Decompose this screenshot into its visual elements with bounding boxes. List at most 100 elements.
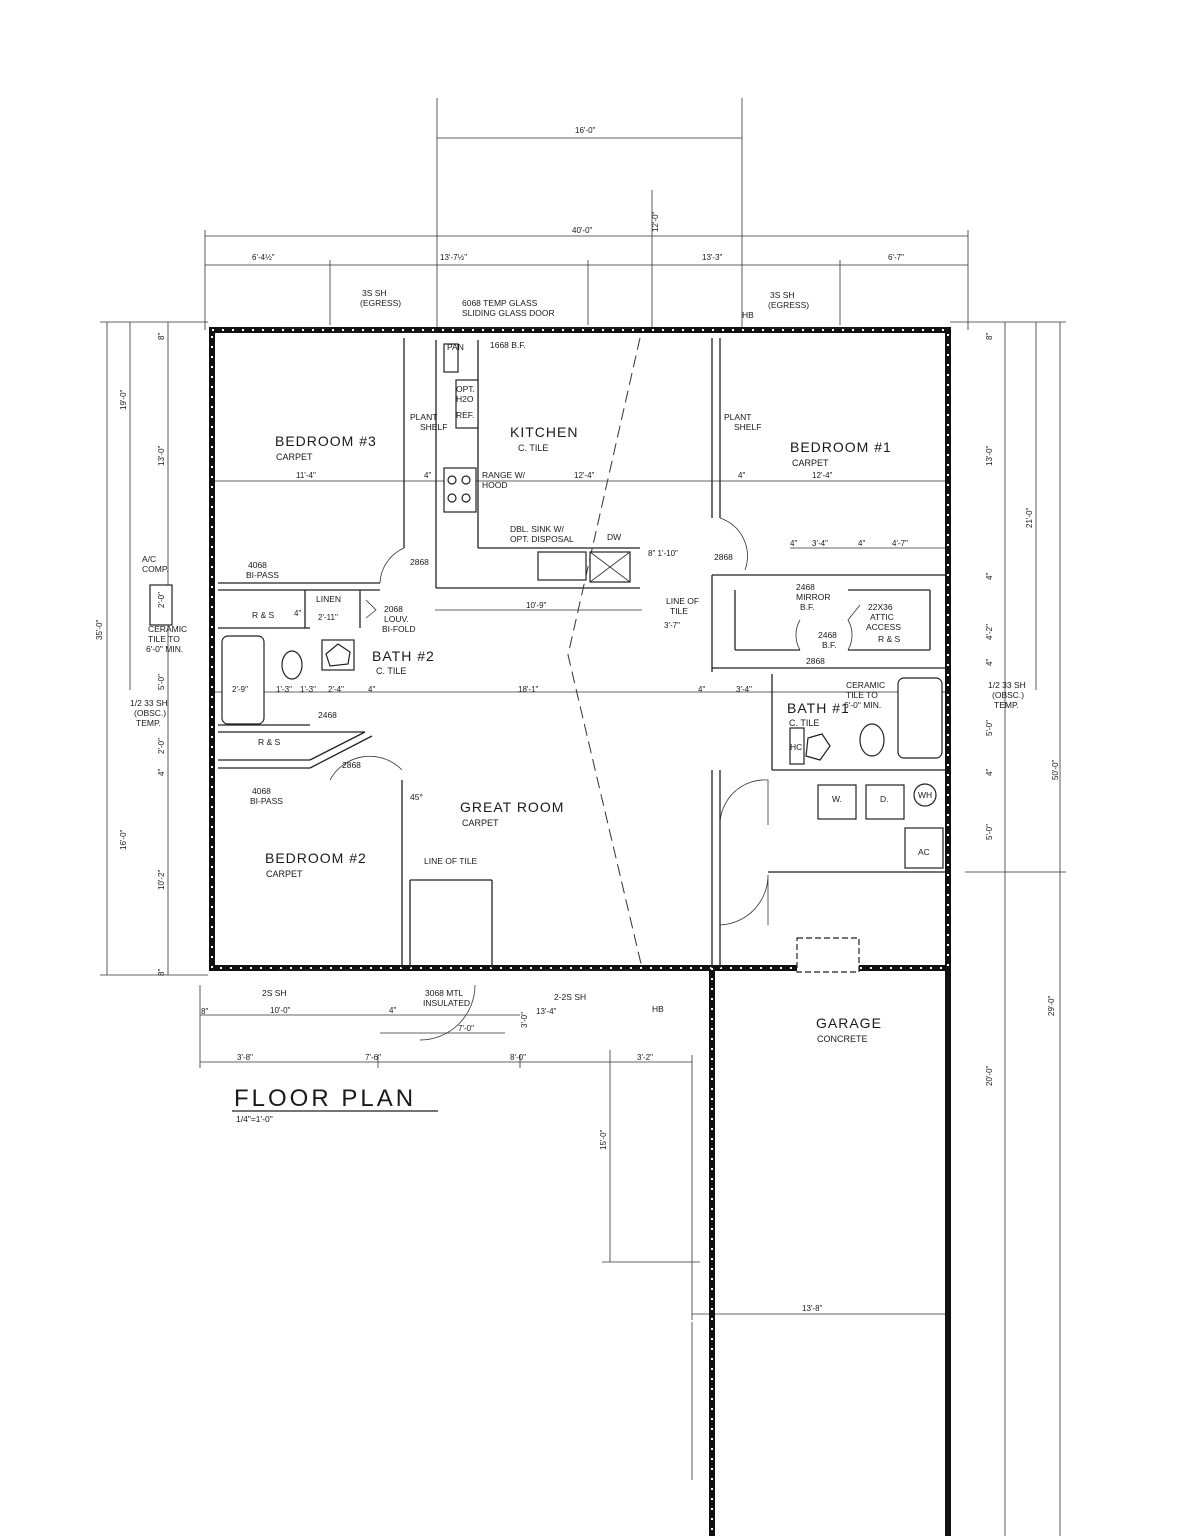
note-ceramic-left-c: 6'-0" MIN.: [146, 644, 183, 654]
note-washer: W.: [832, 794, 842, 804]
dim-left-2ft-b: 2'-0": [157, 738, 166, 754]
dim-top-16: 16'-0": [575, 126, 596, 135]
note-door-front-b: INSULATED: [423, 998, 470, 1008]
note-louv-a: 2068: [384, 604, 403, 614]
dim-bottom-8in: 8": [201, 1007, 208, 1016]
note-door-2868-b1: 2868: [714, 552, 733, 562]
dim-line-tile-3-7: 3'-7": [664, 621, 680, 630]
dim-left-13: 13'-0": [157, 445, 166, 466]
dim-bath1-b: 3'-4": [812, 539, 828, 548]
note-egress-right-a: 3S SH: [770, 290, 795, 300]
note-opt-b: H2O: [456, 394, 474, 404]
dim-right-4in-b: 4": [985, 659, 994, 666]
note-slider-a: 6068 TEMP GLASS: [462, 298, 538, 308]
note-ac-comp-b: COMP.: [142, 564, 169, 574]
dim-bottom-10: 10'-0": [270, 1006, 291, 1015]
note-sh-front: 2S SH: [262, 988, 287, 998]
dim-bath1-c: 4": [858, 539, 865, 548]
dim-left-10-2: 10'-2": [157, 869, 166, 890]
scale-note: 1/4"=1'-0": [236, 1114, 273, 1124]
dim-kitchen-4in: 4": [424, 471, 431, 480]
note-ceramic-left-b: TILE TO: [148, 634, 180, 644]
dim-great-room-3-4: 3'-4": [736, 685, 752, 694]
door-swings: [329, 517, 861, 1041]
note-obsc-left-a: 1/2 33 SH: [130, 698, 168, 708]
note-plant-shelf-a: PLANT: [410, 412, 437, 422]
dim-kitchen-width: 12'-4": [574, 471, 595, 480]
fixtures: [149, 343, 944, 973]
note-door-2468: 2468: [318, 710, 337, 720]
note-louv-c: BI-FOLD: [382, 624, 416, 634]
note-range-b: HOOD: [482, 480, 508, 490]
note-door-2868-ba: 2868: [806, 656, 825, 666]
note-slider-b: SLIDING GLASS DOOR: [462, 308, 555, 318]
dim-top-12-vertical: 12'-0": [651, 211, 660, 232]
dim-bottom-3-8: 3'-8": [237, 1053, 253, 1062]
dim-right-5ft-b: 5'-0": [985, 824, 994, 840]
dim-bath1-d: 4'-7": [892, 539, 908, 548]
dim-right-4-2: 4'-2": [985, 624, 994, 640]
room-finish-bedroom-1: CARPET: [792, 458, 829, 468]
note-sh-front2: 2-2S SH: [554, 992, 586, 1002]
note-wh: WH: [918, 790, 932, 800]
note-mirror-c: B.F.: [800, 602, 815, 612]
room-name-bath-2: BATH #2: [372, 648, 435, 664]
dim-bedroom3-width: 11'-4": [296, 471, 316, 480]
callout-notes: 3S SH (EGRESS) 6068 TEMP GLASS SLIDING G…: [130, 288, 1026, 1014]
note-louv-b: LOUV.: [384, 614, 409, 624]
note-dryer: D.: [880, 794, 889, 804]
note-plant-shelf-b: SHELF: [420, 422, 447, 432]
dim-kitchen-1-10: 8" 1'-10": [648, 549, 678, 558]
room-name-garage: GARAGE: [816, 1015, 882, 1031]
note-egress-right-b: (EGRESS): [768, 300, 809, 310]
dim-right-4in-a: 4": [985, 573, 994, 580]
dim-seg-b: 13'-7½": [440, 253, 467, 262]
note-pan: PAN: [447, 342, 464, 352]
dim-bath1-a: 4": [790, 539, 797, 548]
note-hb-top: HB: [742, 310, 754, 320]
dim-bottom-8-0: 8'-0": [510, 1053, 526, 1062]
room-finish-bath-1: C. TILE: [789, 718, 819, 728]
dim-garage-15: 15'-0": [599, 1129, 608, 1150]
note-linen: LINEN: [316, 594, 341, 604]
note-ac-comp-a: A/C: [142, 554, 156, 564]
dim-garage-13-8: 13'-8": [802, 1304, 823, 1313]
dimension-labels: 16'-0" 12'-0" 40'-0" 6'-4½" 13'-7½" 13'-…: [95, 126, 1060, 1313]
note-ceramic-right-b: TILE TO: [846, 690, 878, 700]
note-line-tile-a: LINE OF: [666, 596, 699, 606]
dim-bottom-3-0: 3'-0": [520, 1012, 529, 1028]
note-ceramic-right-a: CERAMIC: [846, 680, 885, 690]
dim-left-19: 19'-0": [119, 389, 128, 410]
note-opt-a: OPT.: [456, 384, 475, 394]
note-ref: REF.: [456, 410, 474, 420]
dim-bath2-b: 1'-3": [276, 685, 292, 694]
note-obsc-right-b: (OBSC.): [992, 690, 1024, 700]
note-ceramic-left-a: CERAMIC: [148, 624, 187, 634]
note-rs-1: R & S: [252, 610, 275, 620]
note-bf2468-a: 2468: [818, 630, 837, 640]
dim-bath2-e: 4": [368, 685, 375, 694]
room-name-bedroom-1: BEDROOM #1: [790, 439, 892, 455]
dim-top-40: 40'-0": [572, 226, 593, 235]
dimension-lines: [100, 98, 1066, 1536]
dim-right-4in-c: 4": [985, 769, 994, 776]
dim-right-29: 29'-0": [1047, 995, 1056, 1016]
note-bf-1668: 1668 B.F.: [490, 340, 526, 350]
note-egress-left-a: 3S SH: [362, 288, 387, 298]
dim-linen-2-11: 2'-11": [318, 613, 338, 622]
note-hb-bottom: HB: [652, 1004, 664, 1014]
room-finish-bedroom-2: CARPET: [266, 869, 303, 879]
note-range-a: RANGE W/: [482, 470, 526, 480]
note-obsc-left-b: (OBSC.): [134, 708, 166, 718]
dim-right-21: 21'-0": [1025, 507, 1034, 528]
room-name-great-room: GREAT ROOM: [460, 799, 564, 815]
plan-title-block: FLOOR PLAN 1/4"=1'-0": [232, 1085, 438, 1124]
note-line-tile-b: TILE: [670, 606, 688, 616]
room-finish-bedroom-3: CARPET: [276, 452, 313, 462]
note-mirror-b: MIRROR: [796, 592, 830, 602]
line-of-tile: [567, 337, 643, 969]
room-name-kitchen: KITCHEN: [510, 424, 578, 440]
note-line-tile-gr: LINE OF TILE: [424, 856, 478, 866]
note-egress-left-b: (EGRESS): [360, 298, 401, 308]
dim-right-50: 50'-0": [1051, 759, 1060, 780]
